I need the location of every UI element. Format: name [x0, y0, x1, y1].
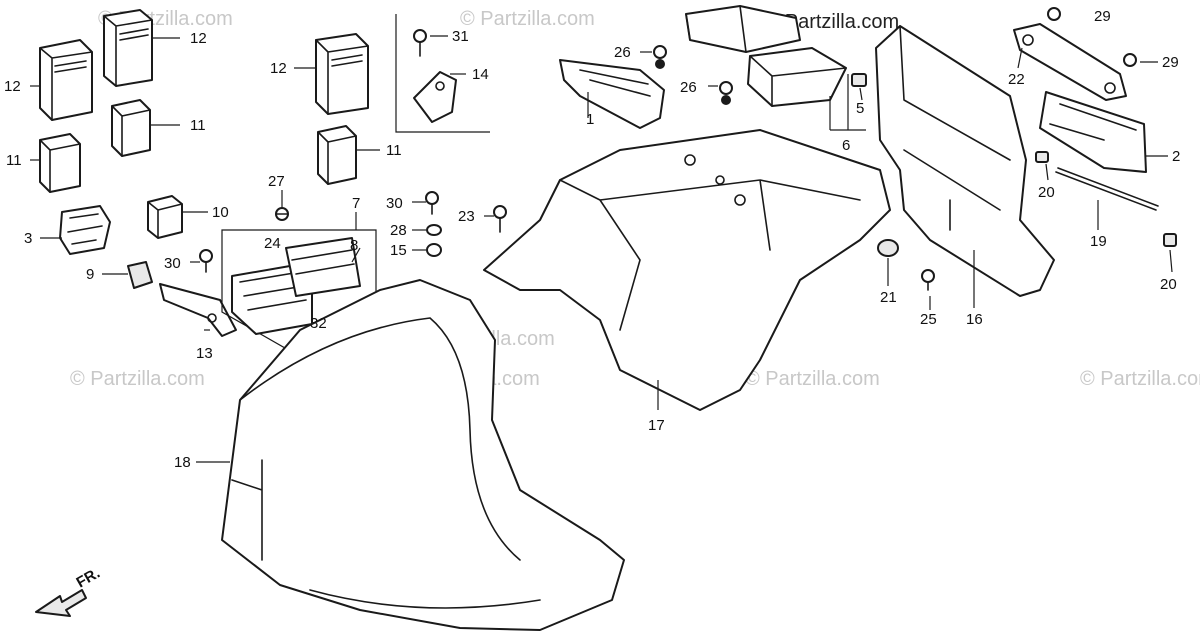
callout-20: 20 [1160, 276, 1177, 293]
callout-2: 2 [1172, 148, 1180, 165]
callout-29: 29 [1162, 54, 1179, 71]
bolt-23 [493, 205, 507, 233]
license-plate-bracket-16 [875, 25, 1055, 297]
bolt-27 [275, 207, 289, 221]
watermark: © Partzilla.com [70, 368, 205, 390]
callout-11: 11 [6, 152, 22, 169]
callout-19: 19 [1090, 233, 1107, 250]
unit-6-upper [685, 5, 801, 53]
bracket-1 [559, 59, 665, 129]
callout-12: 12 [190, 30, 207, 47]
callout-7: 7 [352, 195, 360, 212]
callout-16: 16 [966, 311, 983, 328]
license-light-2 [1039, 91, 1147, 173]
callout-23: 23 [458, 208, 475, 225]
relay-12-top [103, 9, 153, 87]
callout-11: 11 [190, 117, 206, 134]
grommet-15 [426, 243, 442, 257]
callout-26: 26 [680, 79, 697, 96]
nut-29-top [1047, 7, 1061, 21]
nut-29-right [1123, 53, 1137, 67]
stay-14 [413, 71, 457, 123]
relay-11-small-a [111, 99, 151, 157]
callout-24: 24 [264, 235, 281, 252]
leader-lines [30, 35, 1173, 463]
unit-6-lower [747, 47, 847, 107]
front-label: FR. [74, 565, 103, 592]
bolt-30-left [199, 249, 213, 273]
watermark: © Partzilla.com [745, 368, 880, 390]
collar-28 [426, 224, 442, 236]
cap-5 [851, 73, 867, 87]
callout-29: 29 [1094, 8, 1111, 25]
fuse-holder-8 [285, 237, 361, 297]
clip-26-lower [719, 81, 733, 105]
front-arrow-icon [35, 589, 87, 617]
callout-13: 13 [196, 345, 213, 362]
inner-fender-17 [483, 129, 891, 411]
watermark: © Partzilla.com [460, 8, 595, 30]
relay-10 [147, 195, 183, 239]
callout-12: 12 [270, 60, 287, 77]
clip-9 [127, 261, 153, 289]
callout-17: 17 [648, 417, 665, 434]
callout-32: 32 [310, 315, 327, 332]
callout-30: 30 [164, 255, 181, 272]
callout-1: 1 [586, 111, 594, 128]
cap-21 [877, 239, 899, 257]
callout-14: 14 [472, 66, 489, 83]
bolt-31 [413, 29, 427, 57]
callout-layer: 1 2 3 5 6 7 8 9 10 11 11 11 12 12 12 13 … [4, 8, 1180, 471]
callout-5: 5 [856, 100, 864, 117]
relay-11-small-b [39, 133, 81, 193]
callout-26: 26 [614, 44, 631, 61]
callout-18: 18 [174, 454, 191, 471]
callout-21: 21 [880, 289, 897, 306]
relay-12-mid [315, 33, 369, 115]
relay-11-mid [317, 125, 357, 185]
stay-13 [159, 283, 237, 337]
bracket-3 [59, 205, 111, 255]
callout-9: 9 [86, 266, 94, 283]
callout-3: 3 [24, 230, 32, 247]
assembly-frame-14 [395, 14, 490, 133]
rear-fender-18 [221, 279, 625, 631]
clip-25 [921, 269, 935, 291]
clip-20-lower [1163, 233, 1177, 247]
callout-12: 12 [4, 78, 21, 95]
callout-20: 20 [1038, 184, 1055, 201]
callout-25: 25 [920, 311, 937, 328]
callout-15: 15 [390, 242, 407, 259]
rod-19 [1055, 167, 1159, 211]
bolt-30-mid [425, 191, 439, 215]
callout-8: 8 [350, 237, 358, 254]
watermark: ©Partzilla.com [770, 11, 899, 33]
callout-11: 11 [386, 142, 402, 159]
callout-6: 6 [842, 137, 850, 154]
callout-30: 30 [386, 195, 403, 212]
watermark: © Partzilla.com [1080, 368, 1200, 390]
callout-22: 22 [1008, 71, 1025, 88]
callout-10: 10 [212, 204, 229, 221]
relay-12-left [39, 39, 93, 121]
front-direction-indicator: FR. [35, 565, 103, 617]
callout-27: 27 [268, 173, 285, 190]
clip-20-upper [1035, 151, 1049, 163]
clip-26-upper [653, 45, 667, 69]
callout-31: 31 [452, 28, 469, 45]
stay-22 [1013, 23, 1127, 101]
callout-28: 28 [390, 222, 407, 239]
